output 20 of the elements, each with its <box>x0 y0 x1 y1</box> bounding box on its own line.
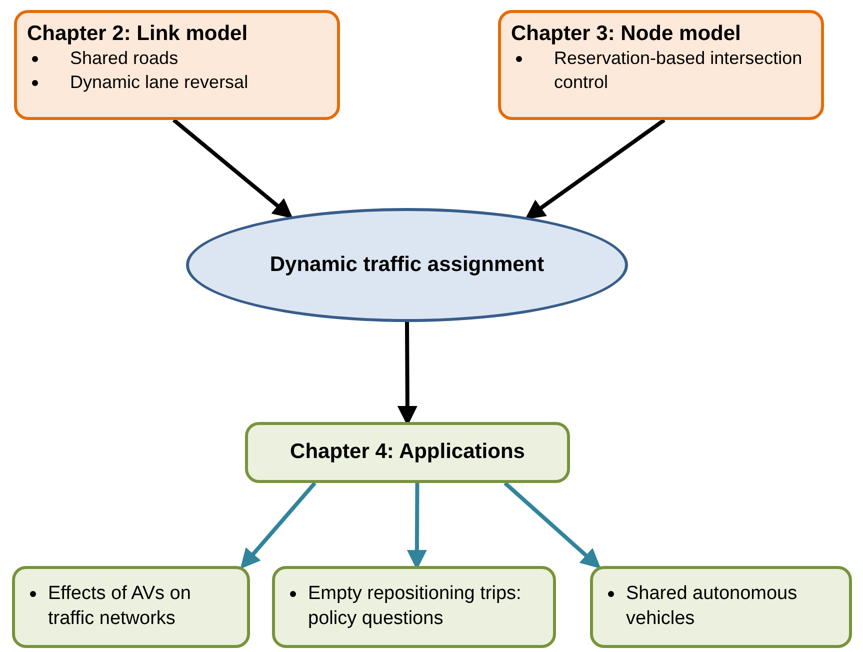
arrow <box>504 482 601 569</box>
process-box <box>14 10 340 120</box>
process-box <box>498 10 824 120</box>
bullet-item: Dynamic lane reversal <box>70 70 248 94</box>
process-box <box>245 422 570 483</box>
arrow <box>172 118 293 219</box>
process-box <box>590 566 852 648</box>
node-title: Dynamic traffic assignment <box>270 252 544 278</box>
bullet-item: Empty repositioning trips: policy questions <box>308 582 522 631</box>
bullet-item: Shared autonomous vehicles <box>626 582 798 631</box>
bullet-item: Effects of AVs on traffic networks <box>48 582 192 631</box>
node-title: Chapter 2: Link model <box>27 21 249 47</box>
node-title: Chapter 3: Node model <box>511 21 742 47</box>
process-box <box>12 566 250 648</box>
node-title: Chapter 4: Applications <box>290 439 525 466</box>
arrow <box>240 482 316 570</box>
arrow <box>524 118 666 220</box>
bullet-item: Reservation-based intersection control <box>554 47 804 94</box>
process-box <box>272 566 556 648</box>
bullet-item: Shared roads <box>70 47 178 70</box>
